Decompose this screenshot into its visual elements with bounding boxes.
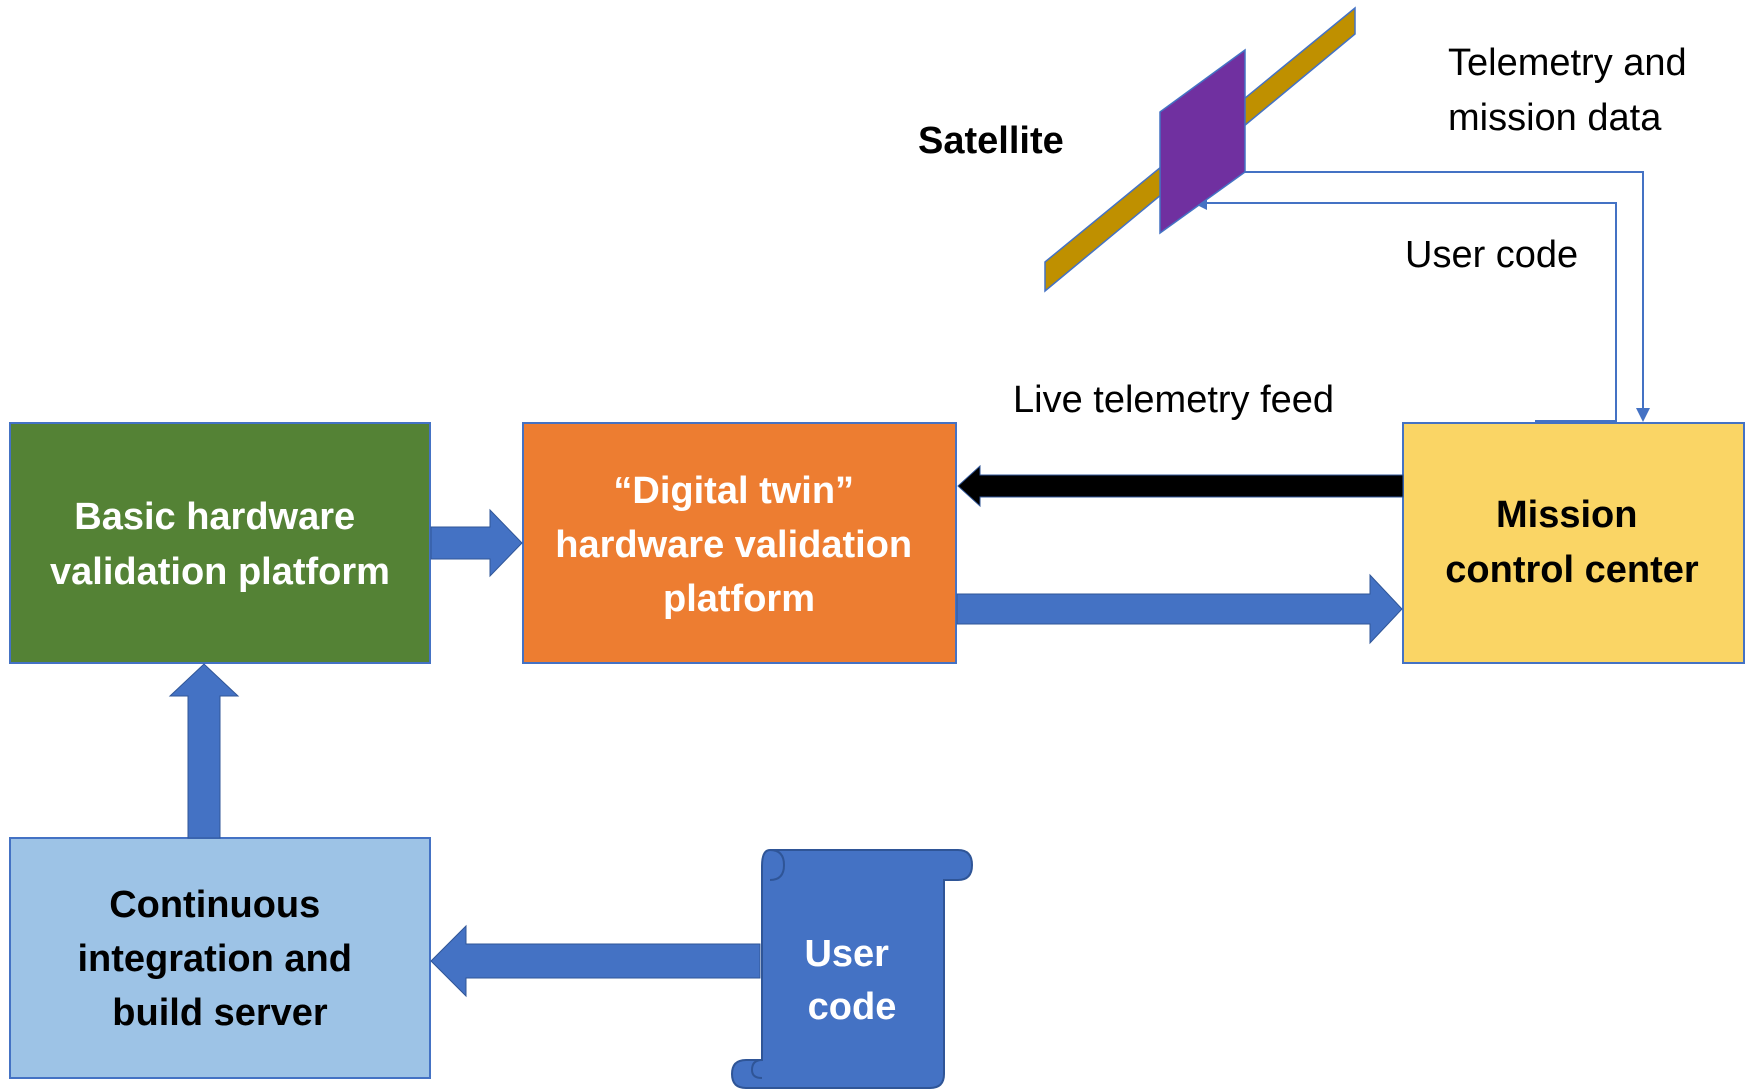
- user-code-doc-label: User code: [804, 933, 899, 1028]
- arrow-live-telemetry: [957, 464, 1404, 508]
- satellite-icon: [1044, 6, 1356, 293]
- mission-control-box: [1402, 422, 1745, 664]
- arrow-usercode-to-ci: [430, 924, 761, 998]
- scroll-icon: [730, 849, 974, 1089]
- arrow-ci-to-basic: [168, 663, 240, 839]
- ci-server-label: Continuous integration and build server: [77, 884, 362, 1034]
- link-satellite-to-mission: [1242, 171, 1650, 422]
- digital-twin-box: [522, 422, 957, 664]
- arrow-twin-to-mission: [956, 573, 1403, 645]
- ci-server-box: [9, 837, 431, 1079]
- user-code-uplink-label: User code: [1405, 234, 1578, 276]
- mission-control-label: Mission control center: [1445, 494, 1699, 591]
- basic-hardware-label: Basic hardware validation platform: [50, 496, 390, 593]
- live-telemetry-label: Live telemetry feed: [1013, 379, 1334, 421]
- satellite-label: Satellite: [918, 120, 1064, 162]
- arrow-basic-to-twin: [430, 508, 523, 578]
- telemetry-mission-data-label: Telemetry and mission data: [1448, 42, 1697, 139]
- basic-hardware-box: [9, 422, 431, 664]
- digital-twin-label: “Digital twin” hardware validation platf…: [555, 470, 922, 620]
- link-mission-to-satellite: [1193, 196, 1617, 422]
